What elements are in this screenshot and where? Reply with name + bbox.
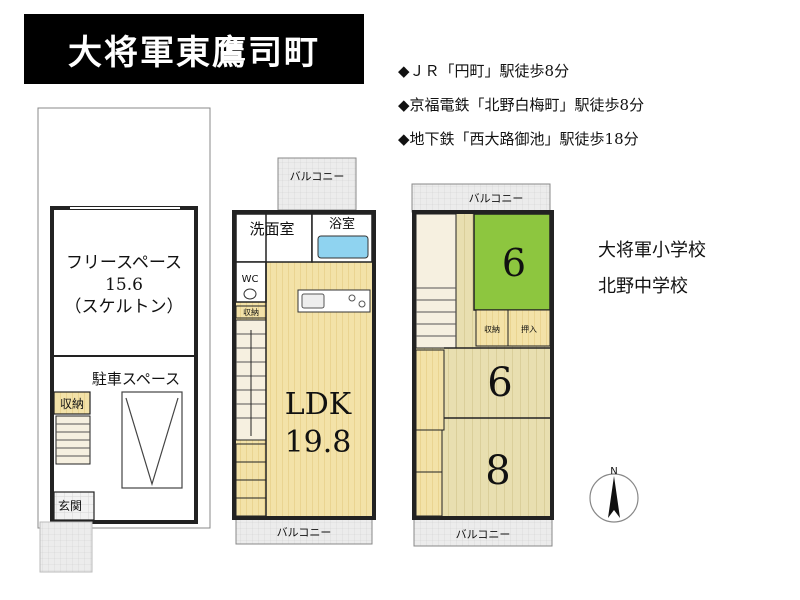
ldk-label: LDK [285,387,352,422]
toilet-icon [243,288,257,300]
bath-label: 浴室 [329,216,355,232]
entrance-approach [39,521,93,573]
floor2-balcony-bottom-label: バルコニー [277,526,332,539]
free-space-note: （スケルトン） [65,297,184,317]
room-a [473,213,551,311]
sink-icon [301,293,325,309]
floor3-balcony-top-label: バルコニー [469,192,524,205]
room-b-size: 6 [487,360,512,406]
north-compass: N [589,466,639,523]
washroom-label: 洗面室 [249,220,294,238]
entrance-label: 玄関 [58,498,82,513]
access-line-keifuku: ◆京福電鉄「北野白梅町」駅徒歩8分 [398,96,645,114]
floor1-staircase [55,415,91,465]
floor3-storage-label: 収納 [484,324,500,334]
parking-label: 駐車スペース [92,370,180,388]
room-c-size: 8 [485,448,510,494]
free-space-label: フリースペース [66,253,182,273]
washroom [235,213,313,263]
wc-label: WC [242,274,259,285]
floor-3: バルコニー バルコニー 6 収納 押入 6 8 [411,183,554,547]
ldk-area: 19.8 [285,425,352,460]
floor3-balcony-top [411,183,551,213]
floor3-closet-label: 押入 [521,324,537,334]
parking-space-mark [121,391,183,489]
floor-2: バルコニー バルコニー 洗面室 浴室 WC [232,157,376,545]
floor1-storage-label: 収納 [60,397,84,411]
access-line-subway: ◆地下鉄「西大路御池」駅徒歩18分 [398,130,639,148]
floor2-balcony-top [277,157,357,211]
floor2-balcony-top-label: バルコニー [290,170,345,183]
floor3-balcony-bottom-label: バルコニー [456,528,511,541]
north-label: N [610,466,617,477]
room-a-size: 6 [502,241,526,285]
access-line-jr: ◆ＪＲ「円町」駅徒歩8分 [398,62,570,80]
bathtub [317,235,369,259]
floor2-storage-label: 収納 [243,307,259,317]
page-title: 大将軍東鷹司町 [24,14,364,84]
school-junior-high: 北野中学校 [598,276,688,297]
school-elementary: 大将軍小学校 [598,240,706,261]
stove-icon [348,294,356,302]
floor2-staircase [235,319,267,441]
floor-1: フリースペース 15.6 （スケルトン） 駐車スペース 収納 玄関 [37,107,211,573]
free-space-area: 15.6 [105,275,143,295]
floor3-staircase [415,213,457,349]
floor1-outer-wall [50,206,198,524]
